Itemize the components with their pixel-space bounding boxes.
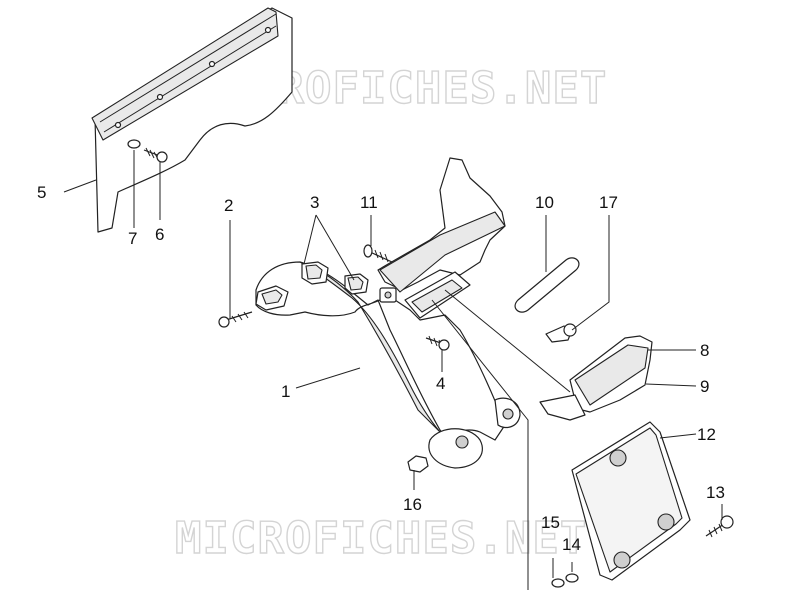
callout-12: 12 xyxy=(697,425,716,444)
nut-part-16 xyxy=(407,455,429,473)
license-plate-part-12 xyxy=(571,421,691,581)
callout-9: 9 xyxy=(700,377,709,396)
clip-part-3-b xyxy=(344,273,369,295)
callout-8: 8 xyxy=(700,341,709,360)
screw-part-2 xyxy=(218,311,253,328)
callout-13: 13 xyxy=(706,483,725,502)
upper-bracket xyxy=(377,157,506,319)
callout-14: 14 xyxy=(562,535,581,554)
reflector-part-10 xyxy=(514,257,580,313)
clip-part-3-a xyxy=(301,261,329,285)
callout-16: 16 xyxy=(403,495,422,514)
screw-part-6 xyxy=(143,147,168,163)
screw-part-11 xyxy=(363,244,393,263)
washer-part-14 xyxy=(565,573,579,583)
callout-1: 1 xyxy=(281,382,290,401)
callout-6: 6 xyxy=(155,225,164,244)
bracket-clip-left xyxy=(255,285,289,311)
washer-part-15 xyxy=(551,578,565,588)
callout-5: 5 xyxy=(37,183,46,202)
callout-11: 11 xyxy=(360,193,378,212)
bulb-part-17 xyxy=(545,323,577,343)
callout-17: 17 xyxy=(599,193,618,212)
rear-support-part-1 xyxy=(255,261,521,469)
mudflap-part-5 xyxy=(91,7,293,233)
callout-7: 7 xyxy=(128,229,137,248)
washer-part-7 xyxy=(127,139,141,149)
watermark-bottom: MICROFICHES.NET xyxy=(175,513,587,564)
callout-10: 10 xyxy=(535,193,554,212)
callout-4: 4 xyxy=(436,374,445,393)
screw-part-13 xyxy=(705,515,734,538)
screw-part-4 xyxy=(425,335,450,351)
tail-light-part-8-9 xyxy=(539,335,653,421)
callout-3: 3 xyxy=(310,193,319,212)
leader-lines xyxy=(63,150,723,590)
callout-2: 2 xyxy=(224,196,233,215)
callout-15: 15 xyxy=(541,513,560,532)
